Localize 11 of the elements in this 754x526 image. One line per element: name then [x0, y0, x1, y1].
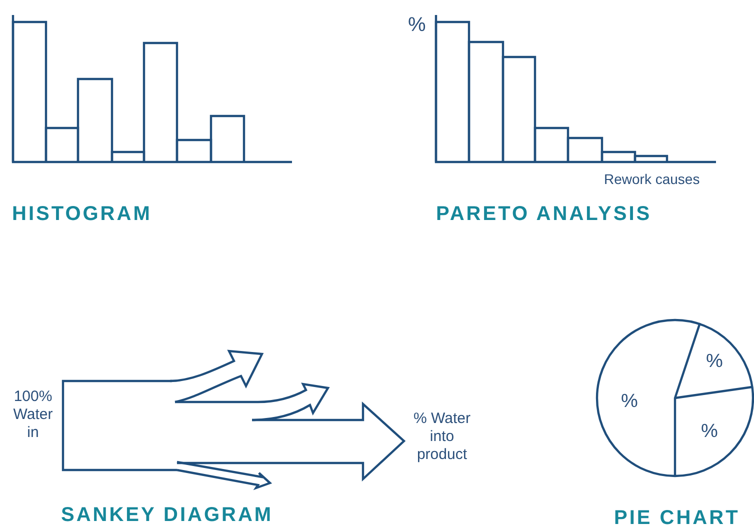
chart-title: SANKEY DIAGRAM	[61, 503, 274, 526]
percent-label: %	[701, 421, 718, 444]
percent-label: %	[706, 351, 723, 374]
chart-title: HISTOGRAM	[12, 202, 152, 226]
percent-label: %	[621, 391, 638, 414]
flow-label: % Water into product	[412, 410, 472, 464]
flow-label: 100% Water in	[12, 388, 54, 442]
axis-label: Rework causes	[604, 171, 700, 188]
axis-label: %	[408, 13, 426, 37]
chart-title: PARETO ANALYSIS	[436, 202, 652, 226]
chart-title: PIE CHART	[614, 506, 740, 526]
